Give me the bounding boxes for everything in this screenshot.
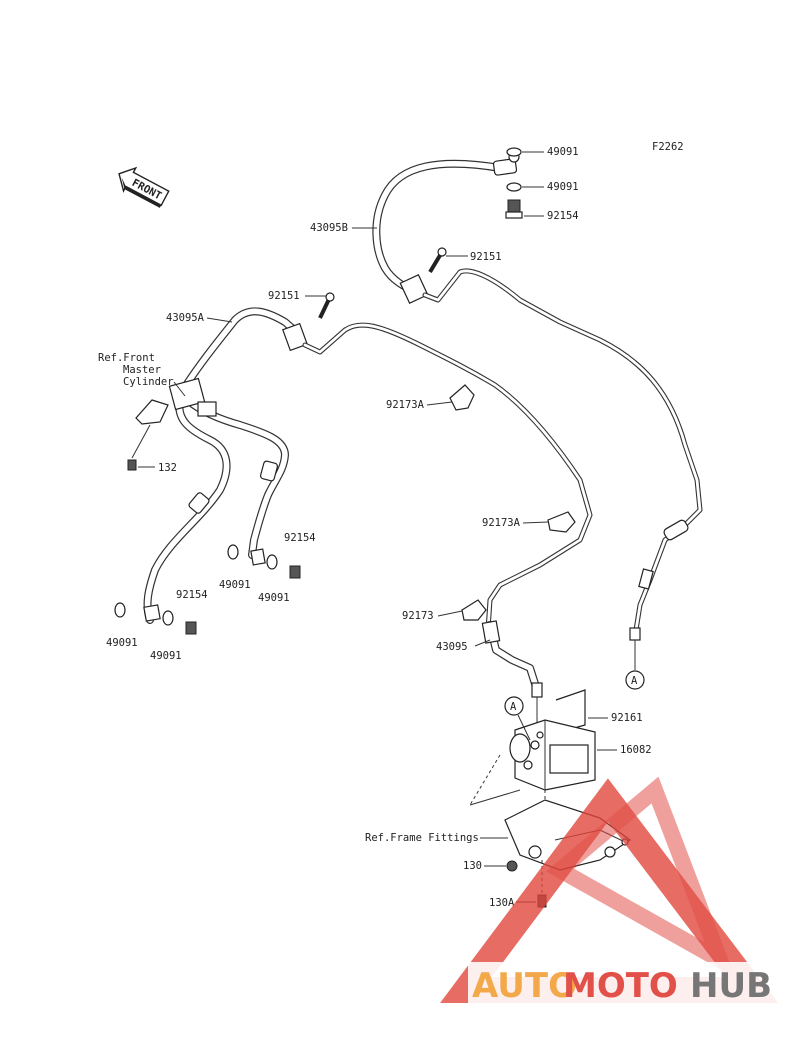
callout-a-abs: A <box>504 696 531 741</box>
label-92173: 92173 <box>402 610 434 622</box>
label-49091: 49091 <box>150 650 182 662</box>
label-130: 130 <box>463 860 482 872</box>
clamp-icon <box>449 384 475 411</box>
ref-master-cylinder: Ref.Front Master Cylinder <box>98 352 186 397</box>
label-92151: 92151 <box>470 251 502 263</box>
washer-icon <box>227 544 239 560</box>
figure-code: F2262 <box>652 141 684 153</box>
hardware-parts <box>114 147 576 635</box>
svg-text:Master: Master <box>123 364 161 376</box>
banjo-bolt-icon <box>185 621 197 635</box>
clamp-icon <box>547 511 576 533</box>
label-16082: 16082 <box>620 744 652 756</box>
label-43095b: 43095B <box>310 222 348 234</box>
leader-lines <box>138 151 617 903</box>
label-49091: 49091 <box>547 146 579 158</box>
washer-icon <box>114 602 126 618</box>
svg-text:Cylinder: Cylinder <box>123 376 174 388</box>
label-49091: 49091 <box>219 579 251 591</box>
label-92151: 92151 <box>268 290 300 302</box>
callout-a-right: A <box>625 670 645 690</box>
banjo-bolt-icon <box>289 565 301 579</box>
washer-icon <box>266 554 278 570</box>
front-arrow-icon: FRONT <box>118 166 170 208</box>
label-92154: 92154 <box>176 589 208 601</box>
logo-text-hub: HUB <box>690 966 772 1006</box>
automotohub-logo: AUTO MOTO HUB <box>440 776 800 1006</box>
bolt-icon <box>506 860 518 872</box>
washer-icon <box>506 182 522 192</box>
ref-frame-fittings: Ref.Frame Fittings <box>365 832 479 844</box>
logo-text-auto: AUTO <box>472 966 577 1006</box>
bolt-icon <box>437 247 447 257</box>
label-92173a: 92173A <box>482 517 521 529</box>
label-49091: 49091 <box>547 181 579 193</box>
bolt-icon <box>127 459 137 471</box>
bolt-icon <box>325 292 335 302</box>
label-92154: 92154 <box>547 210 579 222</box>
part-labels: 49091 49091 92154 43095B 92151 92151 430… <box>106 146 652 909</box>
label-130a: 130A <box>489 897 515 909</box>
label-132: 132 <box>158 462 177 474</box>
label-92173a: 92173A <box>386 399 425 411</box>
svg-text:A: A <box>631 675 638 687</box>
washer-icon <box>162 610 174 626</box>
label-92154: 92154 <box>284 532 316 544</box>
logo-text-moto: MOTO <box>563 966 678 1006</box>
svg-text:A: A <box>510 701 517 713</box>
label-92161: 92161 <box>611 712 643 724</box>
label-43095a: 43095A <box>166 312 205 324</box>
clamp-icon <box>461 599 487 621</box>
washer-icon <box>506 147 522 157</box>
label-49091: 49091 <box>106 637 138 649</box>
label-49091: 49091 <box>258 592 290 604</box>
svg-text:Ref.Front: Ref.Front <box>98 352 155 364</box>
label-43095: 43095 <box>436 641 468 653</box>
brake-pipes <box>135 151 703 730</box>
